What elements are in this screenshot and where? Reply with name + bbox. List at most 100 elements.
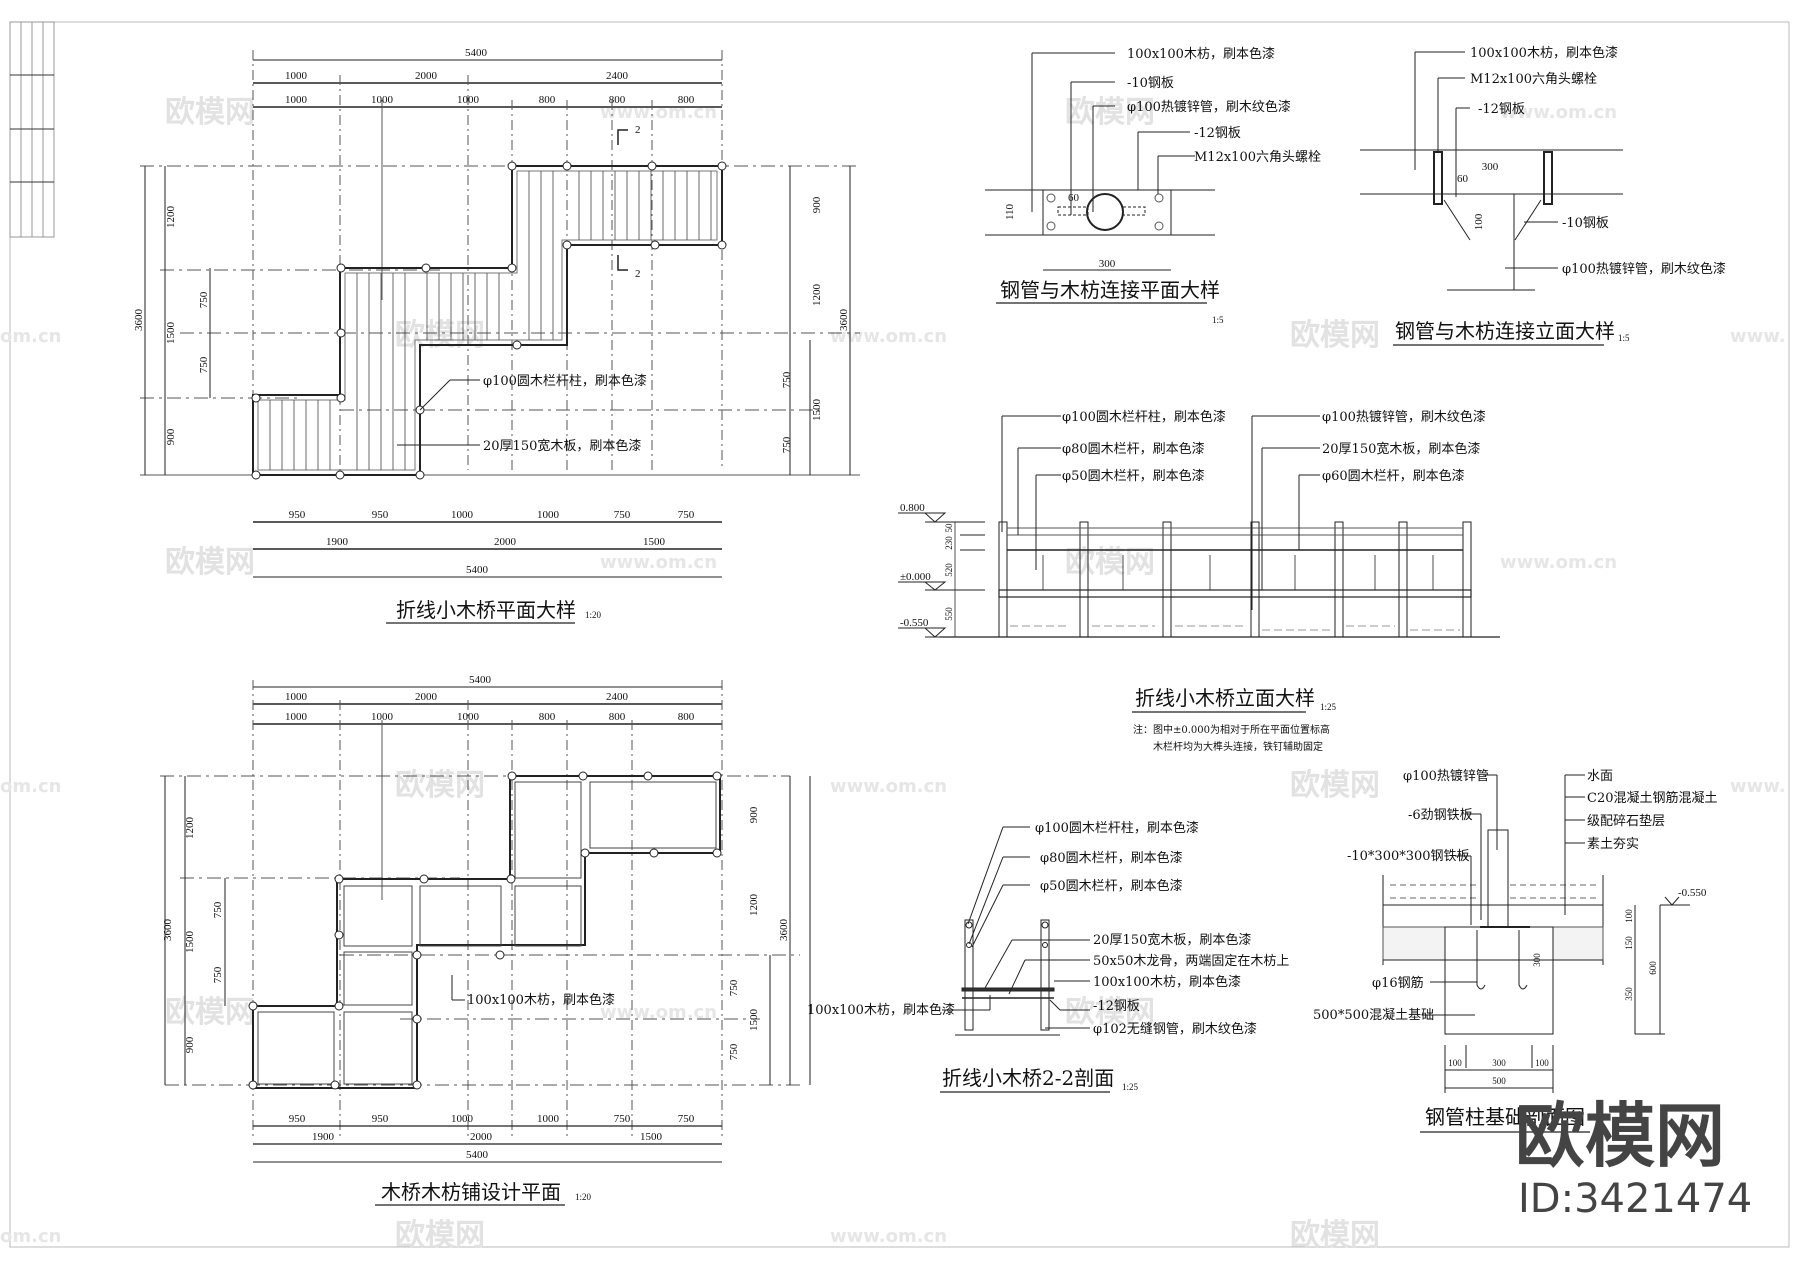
svg-text:1200: 1200 [748, 894, 760, 917]
watermark-logo: 欧模网 ID:3421474 [1515, 1095, 1752, 1222]
svg-text:3600: 3600 [133, 309, 145, 332]
connection-elevation-labels: 100x100木枋，刷本色漆 M12x100六角头螺栓 -12钢板 -10钢板 … [1395, 45, 1726, 343]
svg-text:φ100热镀锌管，刷木纹色漆: φ100热镀锌管，刷木纹色漆 [1127, 99, 1291, 115]
svg-text:750: 750 [198, 291, 210, 308]
svg-text:±0.000: ±0.000 [900, 571, 931, 583]
connection-elevation-drawing [1360, 51, 1623, 346]
sheet-border [9, 21, 1790, 1248]
svg-text:20厚150宽木板，刷本色漆: 20厚150宽木板，刷本色漆 [1093, 932, 1251, 948]
svg-text:950: 950 [289, 509, 306, 521]
svg-text:水面: 水面 [1587, 769, 1613, 784]
svg-text:110: 110 [1004, 203, 1016, 220]
svg-text:1000: 1000 [457, 94, 480, 106]
svg-text:100x100木枋，刷本色漆: 100x100木枋，刷本色漆 [1127, 46, 1275, 62]
svg-text:50: 50 [944, 523, 954, 533]
svg-text:木栏杆均为大榫头连接，铁钉辅助固定: 木栏杆均为大榫头连接，铁钉辅助固定 [1153, 740, 1323, 753]
svg-text:350: 350 [1624, 987, 1634, 1001]
svg-text:1000: 1000 [371, 711, 394, 723]
svg-text:1:25: 1:25 [1122, 1082, 1139, 1092]
svg-text:欧模网: 欧模网 [1515, 1095, 1725, 1177]
elevation-drawing [898, 415, 1500, 713]
svg-text:3600: 3600 [778, 919, 790, 942]
svg-text:5400: 5400 [469, 674, 492, 686]
svg-text:500: 500 [1492, 1076, 1506, 1086]
section-22-drawing [940, 826, 1110, 1093]
svg-text:750: 750 [678, 1113, 695, 1125]
svg-text:100x100木枋，刷本色漆: 100x100木枋，刷本色漆 [467, 992, 615, 1008]
svg-text:φ102无缝钢管，刷木纹色漆: φ102无缝钢管，刷木纹色漆 [1093, 1021, 1257, 1037]
connection-plan-title: 钢管与木枋连接平面大样 [1000, 278, 1220, 302]
svg-text:φ50圆木栏杆，刷本色漆: φ50圆木栏杆，刷本色漆 [1040, 878, 1183, 894]
svg-text:1:5: 1:5 [1618, 333, 1630, 343]
foundation-title: 钢管柱基础剖面图 [1425, 1105, 1585, 1129]
svg-text:750: 750 [212, 901, 224, 918]
elevation-labels: φ100圆木栏杆柱，刷本色漆 φ80圆木栏杆，刷本色漆 φ50圆木栏杆，刷本色漆… [900, 409, 1486, 753]
svg-text:3600: 3600 [162, 919, 174, 942]
svg-text:2000: 2000 [415, 70, 438, 82]
svg-text:1000: 1000 [285, 691, 308, 703]
svg-text:1200: 1200 [811, 284, 823, 307]
svg-text:φ80圆木栏杆，刷本色漆: φ80圆木栏杆，刷本色漆 [1040, 850, 1183, 866]
svg-text:750: 750 [781, 371, 793, 388]
svg-text:5400: 5400 [466, 564, 489, 576]
svg-text:φ50圆木栏杆，刷本色漆: φ50圆木栏杆，刷本色漆 [1062, 468, 1205, 484]
svg-text:2000: 2000 [470, 1131, 493, 1143]
svg-text:230: 230 [944, 536, 954, 550]
svg-text:520: 520 [944, 563, 954, 577]
svg-text:800: 800 [678, 94, 695, 106]
svg-text:2400: 2400 [606, 70, 629, 82]
svg-text:20厚150宽木板，刷本色漆: 20厚150宽木板，刷本色漆 [483, 438, 641, 454]
svg-text:M12x100六角头螺栓: M12x100六角头螺栓 [1194, 150, 1321, 165]
svg-text:φ100圆木栏杆柱，刷本色漆: φ100圆木栏杆柱，刷本色漆 [483, 373, 647, 389]
svg-text:1000: 1000 [537, 509, 560, 521]
svg-text:1:20: 1:20 [575, 1192, 592, 1202]
svg-text:www.om.cn: www.om.cn [830, 326, 947, 347]
svg-text:2000: 2000 [494, 536, 517, 548]
svg-text:1000: 1000 [285, 70, 308, 82]
svg-text:www.: www. [1730, 776, 1786, 797]
joist-plan-title: 木桥木枋铺设计平面 [381, 1180, 561, 1204]
svg-text:φ80圆木栏杆，刷本色漆: φ80圆木栏杆，刷本色漆 [1062, 441, 1205, 457]
svg-text:-12钢板: -12钢板 [1194, 126, 1241, 141]
svg-text:300: 300 [1482, 161, 1499, 173]
svg-text:100: 100 [1473, 213, 1485, 230]
svg-text:100: 100 [1624, 909, 1634, 923]
svg-text:300: 300 [1492, 1058, 1506, 1068]
svg-text:1500: 1500 [811, 399, 823, 422]
svg-text:1500: 1500 [643, 536, 666, 548]
svg-text:级配碎石垫层: 级配碎石垫层 [1587, 813, 1665, 829]
joist-plan-drawing [160, 680, 811, 1206]
svg-text:2: 2 [635, 124, 641, 136]
svg-text:300: 300 [1099, 258, 1116, 270]
svg-text:3600: 3600 [838, 309, 850, 332]
svg-text:750: 750 [781, 436, 793, 453]
svg-text:150: 150 [1624, 936, 1634, 950]
svg-text:5400: 5400 [466, 1149, 489, 1161]
svg-text:1200: 1200 [165, 206, 177, 229]
svg-text:750: 750 [678, 509, 695, 521]
svg-text:1000: 1000 [451, 509, 474, 521]
svg-text:20厚150宽木板，刷本色漆: 20厚150宽木板，刷本色漆 [1322, 441, 1480, 457]
svg-text:www.om.cn: www.om.cn [600, 552, 717, 573]
svg-text:1000: 1000 [285, 711, 308, 723]
svg-text:750: 750 [728, 1043, 740, 1060]
svg-text:2400: 2400 [606, 691, 629, 703]
svg-text:φ100圆木栏杆柱，刷本色漆: φ100圆木栏杆柱，刷本色漆 [1035, 820, 1199, 836]
svg-text:950: 950 [372, 509, 389, 521]
svg-text:om.cn: om.cn [0, 776, 61, 797]
svg-text:550: 550 [944, 607, 954, 621]
svg-text:1500: 1500 [748, 1009, 760, 1032]
svg-text:欧模网: 欧模网 [165, 95, 255, 130]
svg-text:900: 900 [184, 1036, 196, 1053]
svg-text:1:20: 1:20 [585, 610, 602, 620]
plan-detail-drawing [140, 50, 860, 624]
svg-text:60: 60 [1068, 192, 1080, 204]
svg-text:1200: 1200 [184, 817, 196, 840]
svg-text:1000: 1000 [451, 1113, 474, 1125]
svg-text:om.cn: om.cn [0, 326, 61, 347]
svg-text:-10钢板: -10钢板 [1562, 216, 1609, 231]
svg-text:750: 750 [198, 356, 210, 373]
svg-text:-10钢板: -10钢板 [1127, 76, 1174, 91]
